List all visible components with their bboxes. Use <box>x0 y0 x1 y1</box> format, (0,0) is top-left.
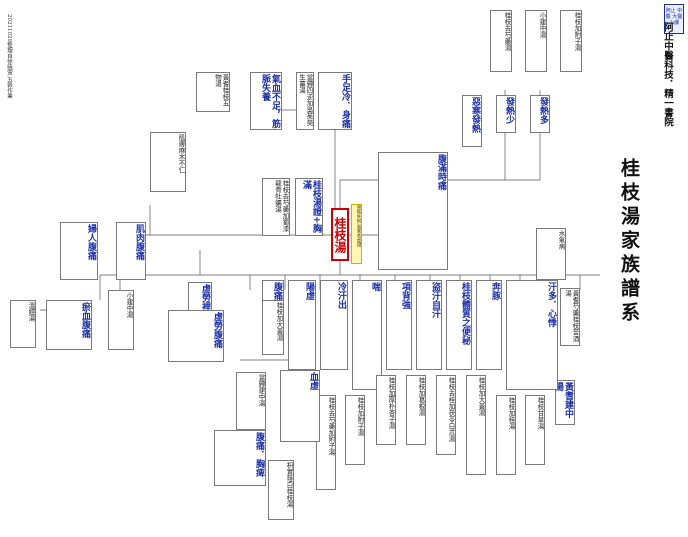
node-n14: 肌膚麻木不仁 <box>150 132 186 192</box>
node-n30: 陽虛 <box>288 280 316 370</box>
node-n15: 桂枝湯證+胸滿 <box>295 178 323 236</box>
node-n8: 手足冷．身痛 <box>318 72 352 130</box>
node-n58: 腹痛．胸痺 <box>214 430 266 486</box>
node-n22: 婦人腹痛 <box>60 222 98 280</box>
node-n19: 桂枝加大黃湯 <box>262 300 284 355</box>
node-n39: 桂枝加桂湯 <box>496 395 516 475</box>
node-n21: 血虛 <box>280 370 320 442</box>
node-n35: 桂枝加大黃湯 <box>466 375 486 475</box>
node-n29: 冷汗出 <box>320 280 348 370</box>
node-n31: 桂枝加附子湯 <box>345 395 365 465</box>
node-n7: 惡寒發熱 <box>462 95 482 147</box>
center-node: 桂枝湯 <box>331 208 349 261</box>
footer-note: 20211029整理自徐暁雪,五穀作業 <box>6 14 12 99</box>
node-n38: 奔豚 <box>476 280 502 370</box>
node-n6: 發熱少 <box>496 95 516 133</box>
node-n56: 瘀血腹痛 <box>46 300 92 350</box>
node-n1: 桂枝加附子湯 <box>560 10 582 72</box>
node-n36: 汗多．心悸 <box>506 280 558 390</box>
page-title: 桂枝湯家族譜系 <box>618 158 640 326</box>
node-n60: 桂枝去芍藥加附子湯 <box>316 395 336 490</box>
node-n37: 桂枝甘草湯 <box>525 395 545 465</box>
node-n10: 當歸四逆加吳茱萸生薑湯 <box>296 72 314 130</box>
node-n33: 桂枝去桂加茯苓白朮湯 <box>436 375 456 455</box>
node-n42: 喘 <box>352 280 382 390</box>
node-n5: 發熱多 <box>530 95 550 133</box>
node-n3: 小建中湯 <box>525 10 547 72</box>
node-n46: 虛勞腹痛 <box>168 310 224 362</box>
node-n34: 桂枝體質之便秘 <box>446 280 472 370</box>
center-note: 營衛失和,風寒表虛證 <box>351 204 362 264</box>
logo-badge: 阿止 中醫 大醫 小課 <box>664 4 684 34</box>
node-n4: 黃耆建中湯 <box>555 380 575 425</box>
node-n24: 水氣病 <box>536 228 566 280</box>
node-n13: 黃耆桂枝五物湯 <box>196 72 230 112</box>
node-n40: 項背強 <box>386 280 412 370</box>
node-n57: 溫經湯 <box>10 300 36 348</box>
node-n44: 腹滿時痛 <box>378 152 448 270</box>
node-n43: 桂枝加厚朴杏子湯 <box>376 375 396 445</box>
node-n32: 盜汗自汗 <box>416 280 442 370</box>
node-n41: 桂枝加葛根湯 <box>406 375 426 445</box>
node-n2: 桂枝去芍藥湯 <box>490 10 512 72</box>
node-n25: 黃耆芍藥桂枝苦酒湯 <box>560 288 580 346</box>
header-title: 阿止中醫科技．精一書院 <box>662 22 673 127</box>
node-n17: 肌肉腹痛 <box>116 222 146 280</box>
node-n47: 小建中湯 <box>108 290 134 350</box>
node-n16: 桂枝去芍藥加蜀漆龍骨牡蠣湯 <box>262 178 290 236</box>
node-n59: 枳實薤白桂枝湯 <box>268 460 294 520</box>
node-n23: 當歸建中湯 <box>236 372 266 430</box>
node-n12: 氣血不足，筋脈失養 <box>250 72 282 130</box>
